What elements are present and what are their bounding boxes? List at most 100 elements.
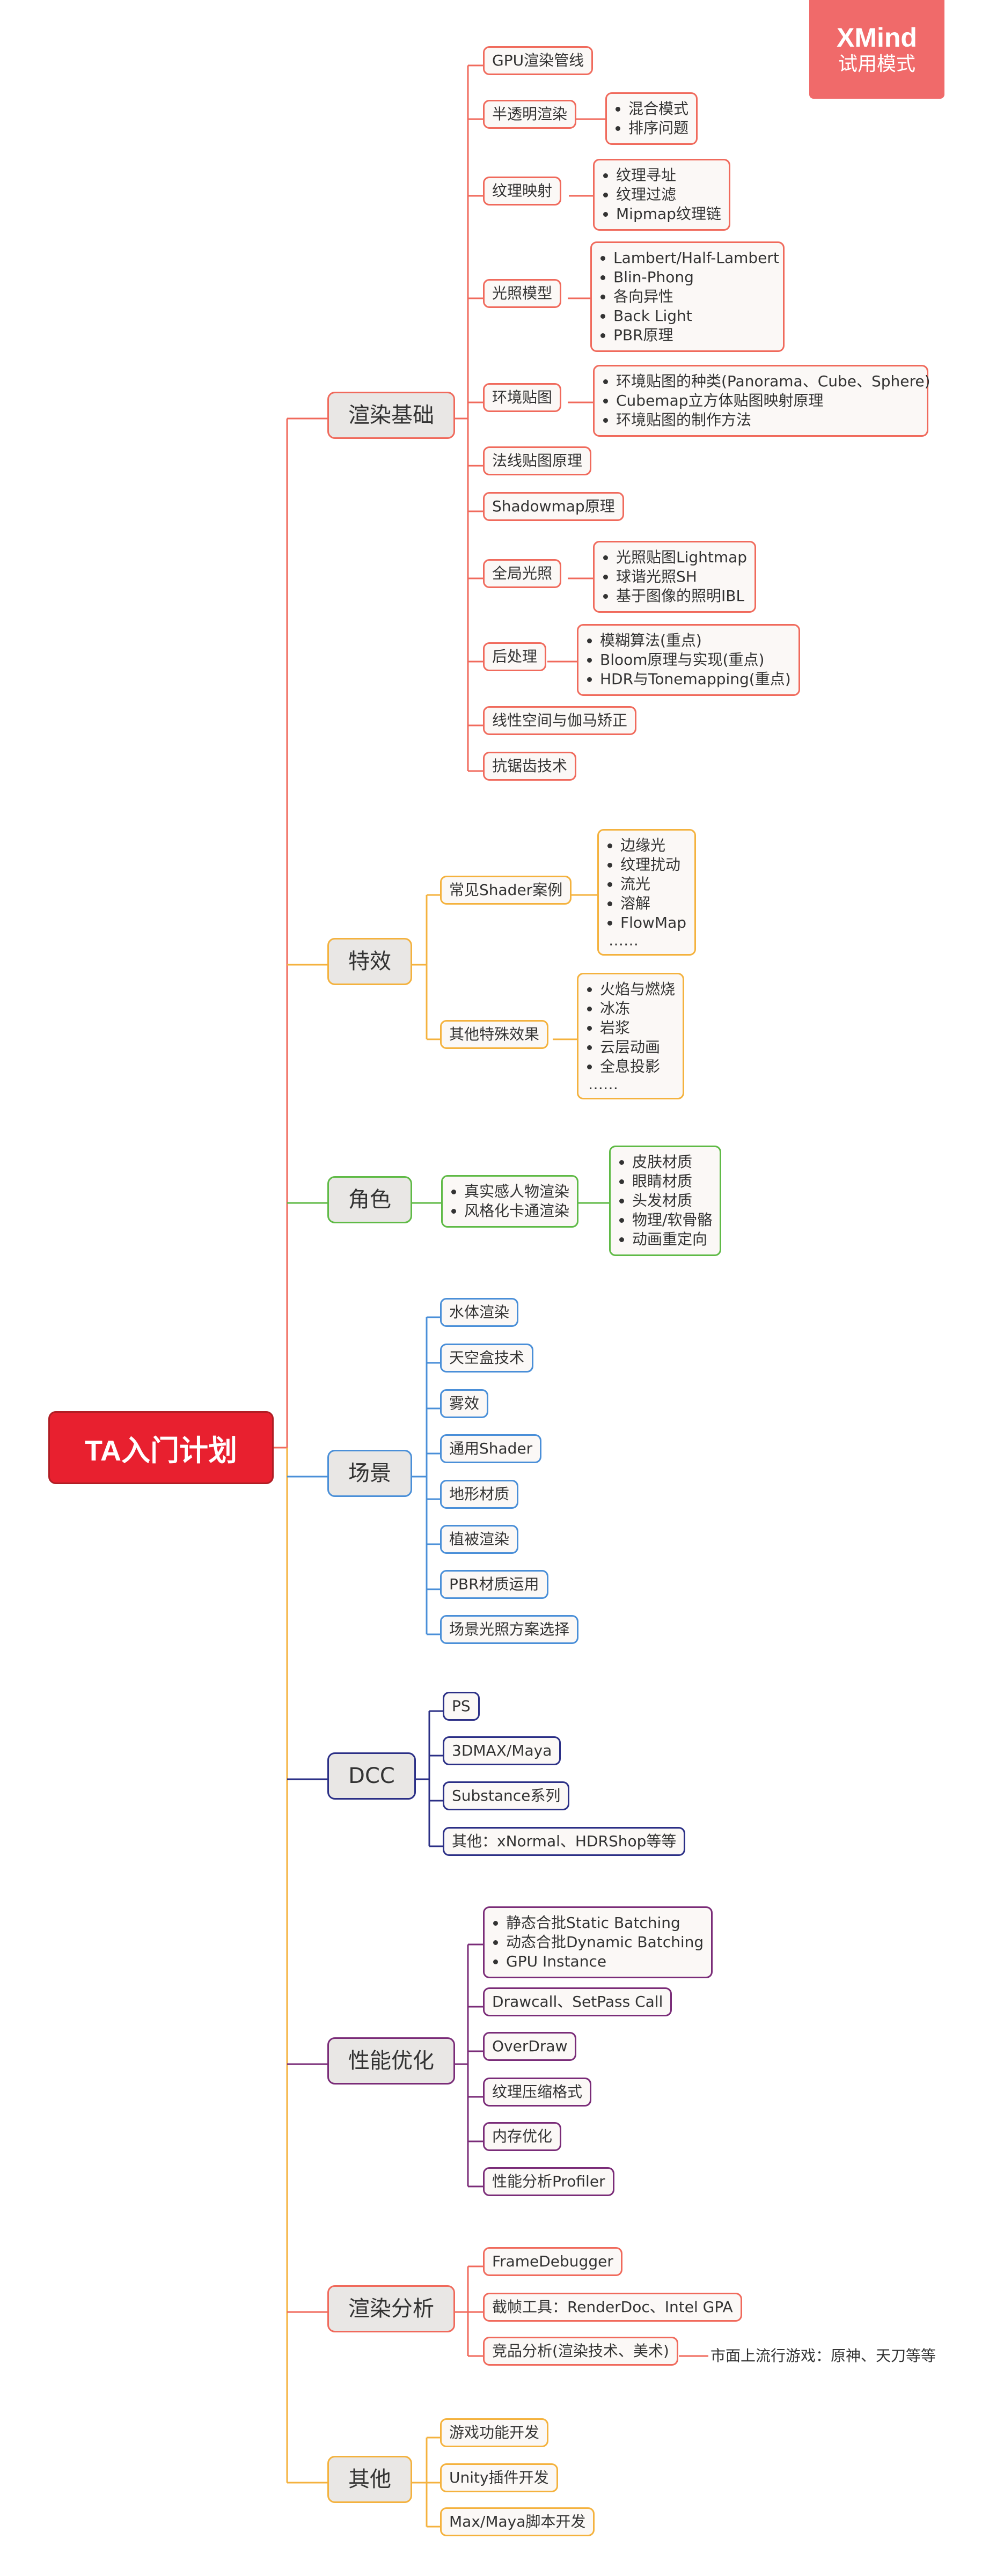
list-item: Blin-Phong xyxy=(613,268,775,287)
list-item: 全息投影 xyxy=(600,1057,675,1076)
list-item: 模糊算法(重点) xyxy=(600,631,791,650)
note-popular-games[interactable]: 市面上流行游戏：原神、天刀等等 xyxy=(710,2347,936,2365)
list-item: 溶解 xyxy=(620,894,687,913)
topic-overdraw[interactable]: OverDraw xyxy=(483,2032,577,2061)
leaf-common-shaders[interactable]: 边缘光纹理扰动流光溶解FlowMap …… xyxy=(597,829,696,956)
topic-unity-plugins[interactable]: Unity插件开发 xyxy=(440,2463,558,2492)
list-item: 眼睛材质 xyxy=(632,1172,712,1191)
topic-ps[interactable]: PS xyxy=(443,1692,480,1721)
list-item: 纹理扰动 xyxy=(620,855,687,875)
topic-substance[interactable]: Substance系列 xyxy=(443,1781,570,1810)
list-item: 动画重定向 xyxy=(632,1230,712,1249)
more-ellipsis: …… xyxy=(588,1075,618,1093)
branch-character[interactable]: 角色 xyxy=(327,1176,412,1223)
list-item: 风格化卡通渲染 xyxy=(464,1201,569,1221)
list-item: 云层动画 xyxy=(600,1038,675,1057)
topic-character-styles[interactable]: 真实感人物渲染风格化卡通渲染 xyxy=(441,1175,579,1228)
topic-fog[interactable]: 雾效 xyxy=(440,1389,489,1418)
list-item: 冰冻 xyxy=(600,999,675,1018)
topic-common-shaders[interactable]: 常见Shader案例 xyxy=(440,876,572,905)
list-item: Cubemap立方体贴图映射原理 xyxy=(616,391,919,410)
list-item: 基于图像的照明IBL xyxy=(616,586,747,606)
topic-anti-aliasing[interactable]: 抗锯齿技术 xyxy=(483,752,577,781)
topic-competitor-analysis[interactable]: 竞品分析(渲染技术、美术) xyxy=(483,2337,678,2366)
list-item: 物理/软骨骼 xyxy=(632,1210,712,1230)
topic-lighting-model[interactable]: 光照模型 xyxy=(483,279,562,308)
leaf-env-map[interactable]: 环境贴图的种类(Panorama、Cube、Sphere)Cubemap立方体贴… xyxy=(593,365,931,437)
more-ellipsis: …… xyxy=(609,931,639,949)
list-item: 真实感人物渲染 xyxy=(464,1182,569,1201)
topic-scene-lighting[interactable]: 场景光照方案选择 xyxy=(440,1615,579,1644)
topic-texture-compression[interactable]: 纹理压缩格式 xyxy=(483,2078,592,2107)
topic-special-effects[interactable]: 其他特殊效果 xyxy=(440,1020,549,1049)
list-item: 球谐光照SH xyxy=(616,567,747,586)
topic-skybox[interactable]: 天空盒技术 xyxy=(440,1344,534,1373)
leaf-special-effects[interactable]: 火焰与燃烧冰冻岩浆云层动画全息投影 …… xyxy=(577,973,684,1099)
branch-misc[interactable]: 其他 xyxy=(327,2456,412,2503)
list-item: 皮肤材质 xyxy=(632,1153,712,1172)
topic-game-features[interactable]: 游戏功能开发 xyxy=(440,2418,549,2447)
list-item: Mipmap纹理链 xyxy=(616,204,721,224)
topic-pbr-materials[interactable]: PBR材质运用 xyxy=(440,1570,548,1599)
list-item: 纹理过滤 xyxy=(616,185,721,204)
list-item: 静态合批Static Batching xyxy=(506,1913,704,1933)
branch-render-basics[interactable]: 渲染基础 xyxy=(327,392,455,439)
topic-gamma-correction[interactable]: 线性空间与伽马矫正 xyxy=(483,706,637,735)
branch-dcc[interactable]: DCC xyxy=(327,1752,416,1800)
topic-general-shader[interactable]: 通用Shader xyxy=(440,1434,542,1463)
topic-profiler[interactable]: 性能分析Profiler xyxy=(483,2167,614,2196)
root-topic[interactable]: TA入门计划 xyxy=(48,1411,274,1484)
leaf-translucent[interactable]: 混合模式排序问题 xyxy=(605,92,698,145)
topic-capture-tools[interactable]: 截帧工具：RenderDoc、Intel GPA xyxy=(483,2293,742,2322)
list-item: HDR与Tonemapping(重点) xyxy=(600,670,791,689)
list-item: 纹理寻址 xyxy=(616,166,721,185)
list-item: 动态合批Dynamic Batching xyxy=(506,1933,704,1952)
list-item: FlowMap xyxy=(620,913,687,933)
list-item: Lambert/Half-Lambert xyxy=(613,248,779,268)
leaf-post-processing[interactable]: 模糊算法(重点)Bloom原理与实现(重点)HDR与Tonemapping(重点… xyxy=(577,624,800,696)
list-item: 岩浆 xyxy=(600,1018,675,1038)
list-item: Back Light xyxy=(613,306,775,326)
topic-vegetation[interactable]: 植被渲染 xyxy=(440,1525,519,1554)
xmind-trial-badge: XMind 试用模式 xyxy=(809,0,944,99)
topic-gpu-pipeline[interactable]: GPU渲染管线 xyxy=(483,46,594,75)
topic-framedebugger[interactable]: FrameDebugger xyxy=(483,2247,622,2276)
branch-render-analysis[interactable]: 渲染分析 xyxy=(327,2285,455,2332)
topic-3dmax-maya[interactable]: 3DMAX/Maya xyxy=(443,1736,561,1765)
list-item: 混合模式 xyxy=(628,99,688,119)
branch-scene[interactable]: 场景 xyxy=(327,1450,412,1497)
branch-performance[interactable]: 性能优化 xyxy=(327,2037,455,2085)
topic-memory-optimization[interactable]: 内存优化 xyxy=(483,2122,562,2151)
list-item: 光照贴图Lightmap xyxy=(616,548,747,567)
leaf-lighting-model[interactable]: Lambert/Half-LambertBlin-Phong各向异性Back L… xyxy=(590,241,785,352)
badge-mode: 试用模式 xyxy=(838,53,915,75)
badge-brand: XMind xyxy=(837,23,917,53)
topic-shadowmap[interactable]: Shadowmap原理 xyxy=(483,492,624,521)
leaf-character[interactable]: 皮肤材质眼睛材质头发材质物理/软骨骼动画重定向 xyxy=(609,1146,722,1256)
list-item: 环境贴图的种类(Panorama、Cube、Sphere) xyxy=(616,372,931,391)
list-item: 头发材质 xyxy=(632,1191,712,1210)
list-item: Bloom原理与实现(重点) xyxy=(600,650,791,670)
topic-translucent[interactable]: 半透明渲染 xyxy=(483,100,577,129)
list-item: 排序问题 xyxy=(628,119,688,138)
leaf-texture-mapping[interactable]: 纹理寻址纹理过滤Mipmap纹理链 xyxy=(593,159,730,231)
topic-drawcall[interactable]: Drawcall、SetPass Call xyxy=(483,1987,672,2016)
list-item: 火焰与燃烧 xyxy=(600,980,675,999)
topic-water[interactable]: 水体渲染 xyxy=(440,1298,519,1327)
list-item: 各向异性 xyxy=(613,287,775,306)
topic-global-illumination[interactable]: 全局光照 xyxy=(483,559,562,588)
topic-texture-mapping[interactable]: 纹理映射 xyxy=(483,177,562,206)
topic-terrain[interactable]: 地形材质 xyxy=(440,1480,519,1509)
topic-dcc-other[interactable]: 其他：xNormal、HDRShop等等 xyxy=(443,1827,686,1856)
topic-normal-map[interactable]: 法线贴图原理 xyxy=(483,446,592,475)
topic-env-map[interactable]: 环境贴图 xyxy=(483,383,562,412)
branch-effects[interactable]: 特效 xyxy=(327,938,412,985)
list-item: 边缘光 xyxy=(620,836,687,855)
leaf-global-illumination[interactable]: 光照贴图Lightmap球谐光照SH基于图像的照明IBL xyxy=(593,541,757,613)
topic-post-processing[interactable]: 后处理 xyxy=(483,642,547,671)
list-item: GPU Instance xyxy=(506,1952,704,1971)
topic-batching[interactable]: 静态合批Static Batching动态合批Dynamic BatchingG… xyxy=(483,1906,713,1978)
topic-max-maya-scripts[interactable]: Max/Maya脚本开发 xyxy=(440,2507,595,2536)
